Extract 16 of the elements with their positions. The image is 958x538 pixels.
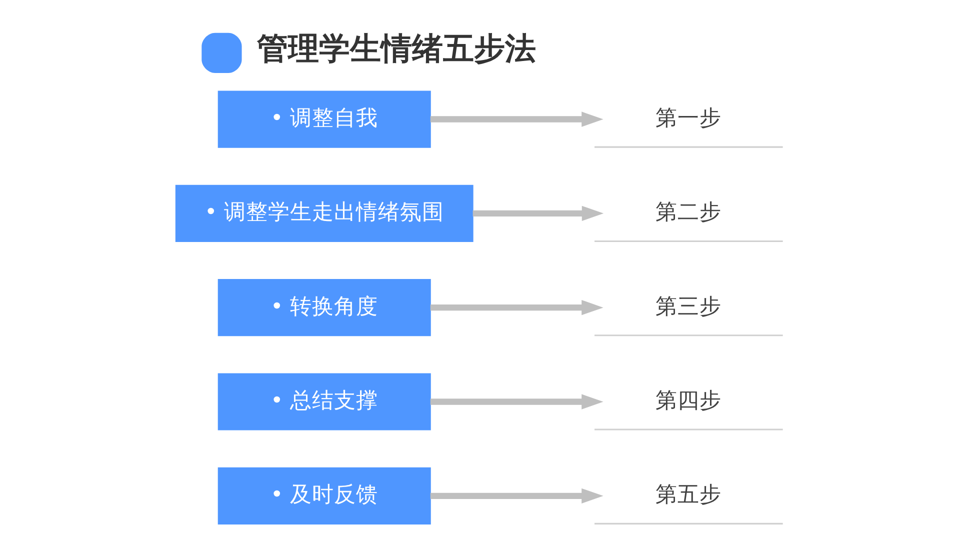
node-text: 第二步 xyxy=(655,200,722,226)
node-box: • 调整学生走出情绪氛围 xyxy=(174,184,473,242)
node-text: 第四步 xyxy=(655,388,722,414)
node-box: • 调整自我 xyxy=(217,90,430,148)
diagram-title: 管理学生情绪五步法 xyxy=(256,31,536,68)
node-text: 第一步 xyxy=(655,106,722,131)
node-box: • 总结支撑 xyxy=(217,373,430,430)
arrow xyxy=(430,112,603,127)
arrow xyxy=(472,206,604,222)
arrow xyxy=(430,488,603,504)
arrow xyxy=(430,300,603,316)
arrow xyxy=(430,394,603,410)
node-box: • 及时反馈 xyxy=(217,467,430,524)
node-text: 第三步 xyxy=(655,294,722,320)
node-text: 第五步 xyxy=(655,482,722,508)
node-box: • 转换角度 xyxy=(217,279,430,336)
